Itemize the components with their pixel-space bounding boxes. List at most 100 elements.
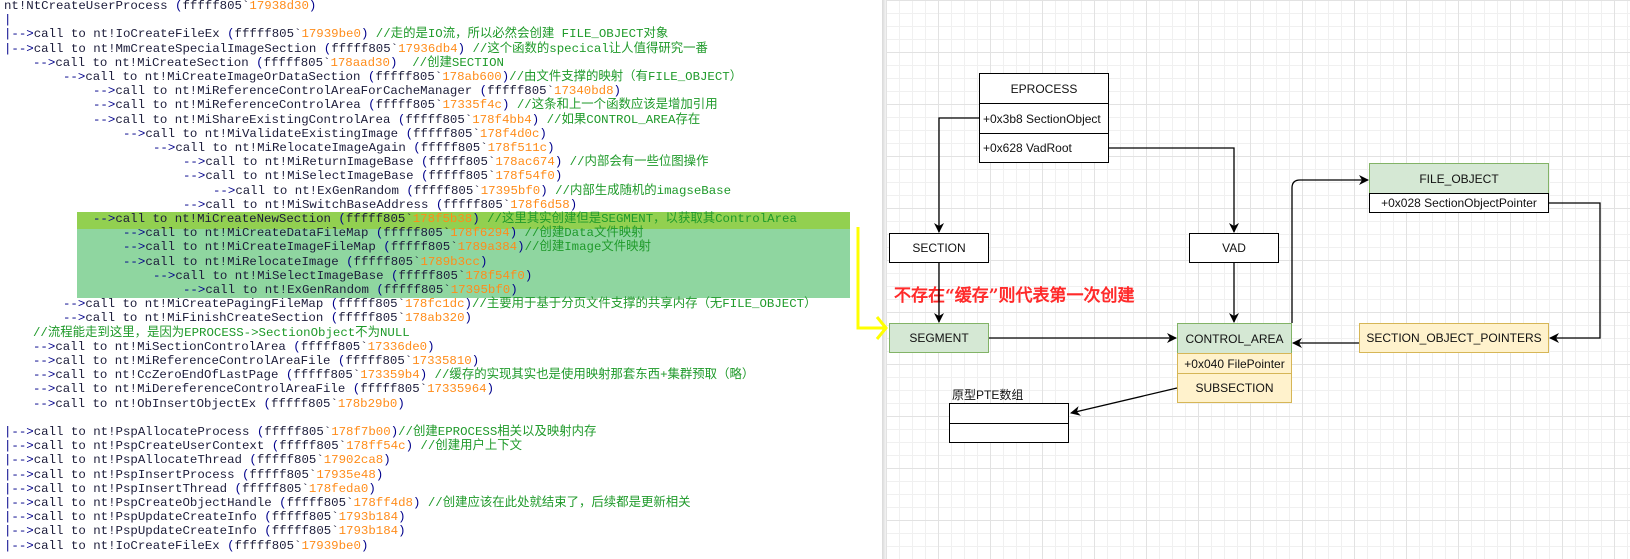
file-object-section-object-pointer-field[interactable]: +0x028 SectionObjectPointer [1369,193,1549,213]
address-base: fffff805` [391,269,465,283]
code-line: -->call to nt!MiCreateDataFileMap fffff8… [123,226,644,240]
address-offset: 178fc1dc [405,297,472,311]
file-object-box[interactable]: FILE_OBJECT [1369,163,1549,194]
call-arrow: |--> [4,439,34,454]
pte-array-row-2[interactable] [949,423,1069,443]
code-line: -->call to nt!MiCreateImageOrDataSection… [63,70,742,84]
pane-divider[interactable] [882,0,886,559]
pte-array-row-1[interactable] [949,403,1069,424]
call-name: call to nt!PspCreateObjectHandle [33,496,280,510]
address-offset: 1793b184 [339,524,406,538]
code-line: |-->call to nt!PspUpdateCreateInfo fffff… [4,510,406,524]
address-base: fffff805` [421,155,495,169]
address-offset: 178f7b00 [331,425,398,439]
address-base: fffff805` [227,539,301,553]
call-arrow: |--> [4,524,34,539]
call-name: call to nt!MiShareExistingControlArea [115,112,398,127]
vad-box[interactable]: VAD [1189,233,1279,263]
control-area-filepointer-field[interactable]: +0x040 FilePointer [1177,353,1292,374]
address-base: fffff805` [368,98,442,112]
code-line: -->call to nt!MiCreateSection fffff805`1… [33,56,504,70]
code-line: -->call to nt!MiReferenceControlArea fff… [93,98,718,112]
call-name: call to nt!MiDereferenceControlAreaFile [55,382,353,397]
code-line: |-->call to nt!PspCreateObjectHandle fff… [4,496,691,510]
call-arrow: --> [183,155,206,170]
eprocess-vadroot-field[interactable]: +0x628 VadRoot [979,133,1109,163]
code-line: -->call to nt!MiReferenceControlAreaForC… [93,84,621,98]
code-comment: //如果CONTROL_AREA存在 [539,112,701,127]
call-arrow: --> [33,382,56,397]
section-box[interactable]: SECTION [889,233,989,263]
call-arrow: --> [123,240,146,255]
address-base: fffff805` [480,84,554,98]
call-arrow: |--> [4,481,34,496]
address-offset: 178f6294 [450,226,517,240]
code-line: -->call to nt!MiCreateImageFileMap fffff… [123,240,651,254]
call-arrow: --> [93,212,116,226]
control-area-subsection-field[interactable]: SUBSECTION [1177,373,1292,403]
address-base: fffff805` [338,354,412,368]
call-name: call to nt!PspInsertThread [33,481,235,496]
call-arrow: |--> [4,510,34,525]
call-name: nt!NtCreateUserProcess [4,0,176,13]
code-line: -->call to nt!MiFinishCreateSection ffff… [63,311,472,325]
code-line: -->call to nt!ObInsertObjectEx fffff805`… [33,397,405,411]
address-base: fffff805` [264,397,338,411]
call-arrow: |--> [4,467,34,482]
address-base: fffff805` [331,311,405,325]
code-line: -->call to nt!MiRelocateImageAgain fffff… [153,141,555,155]
code-line: -->call to nt!MiDereferenceControlAreaFi… [33,382,494,396]
address-offset: 17935e48 [316,468,383,482]
code-line: //流程能走到这里，是因为EPROCESS->SectionObject不为NU… [33,326,410,340]
code-line: |-->call to nt!IoCreateFileEx fffff805`1… [4,539,368,553]
call-name: call to nt!ExGenRandom [205,283,377,297]
call-arrow: --> [33,55,56,70]
address-offset: 178f511c [488,141,555,155]
call-name: call to nt!MiCreateImageOrDataSection [85,70,368,84]
address-base: fffff805` [242,468,316,482]
address-base: fffff805` [257,425,331,439]
address-base: fffff805` [383,240,457,254]
address-offset: 178f54f0 [495,169,562,183]
address-base: fffff805` [286,368,360,382]
address-base: fffff805` [249,453,323,467]
address-base: fffff805` [279,496,353,510]
code-line: -->call to nt!ExGenRandom fffff805`17395… [183,283,518,297]
call-arrow: --> [183,197,206,212]
pte-array-label: 原型PTE数组 [952,388,1024,402]
code-comment: //创建Image文件映射 [524,240,651,255]
eprocess-box[interactable]: EPROCESS [979,73,1109,104]
control-area-box[interactable]: CONTROL_AREA [1177,323,1292,354]
code-comment: //创建应该在此处就结束了，后续都是更新相关 [420,496,691,510]
address-offset: 17938d30 [249,0,316,13]
call-name: call to nt!MiReturnImageBase [205,155,421,170]
section-object-pointers-box[interactable]: SECTION_OBJECT_POINTERS [1359,323,1549,353]
call-name: call to nt!PspCreateUserContext [33,439,272,454]
code-comment: //这个函数的specical让人值得研究一番 [465,41,708,56]
call-arrow: |--> [4,453,34,468]
call-arrow: --> [123,126,146,141]
address-offset: 178feda0 [309,482,376,496]
call-arrow: --> [63,297,86,312]
code-comment: //流程能走到这里，是因为EPROCESS->SectionObject不为NU… [33,325,410,340]
call-arrow: --> [123,226,146,241]
call-name: call to nt!MiSelectImageBase [205,169,421,184]
highlight-create-new-section [77,212,850,229]
call-arrow: --> [93,112,116,127]
address-base: fffff805` [227,27,301,41]
call-arrow: --> [183,283,206,297]
address-offset: 1789a384 [458,240,525,254]
address-base: fffff805` [398,113,472,127]
call-arrow: --> [93,98,116,113]
call-arrow: --> [183,169,206,184]
code-comment: //创建Data文件映射 [517,226,644,241]
code-line: |-->call to nt!MmCreateSpecialImageSecti… [4,42,708,56]
eprocess-section-object-field[interactable]: +0x3b8 SectionObject [979,103,1109,134]
address-offset: 178f4bb4 [472,113,539,127]
code-line: -->call to nt!MiSelectImageBase fffff805… [153,269,532,283]
segment-box[interactable]: SEGMENT [889,323,989,353]
address-offset: 17395bf0 [451,283,518,297]
address-base: fffff805` [376,226,450,240]
code-comment: //这条和上一个函数应该是增加引用 [509,98,718,113]
code-line: -->call to nt!MiCreatePagingFileMap ffff… [63,297,816,311]
